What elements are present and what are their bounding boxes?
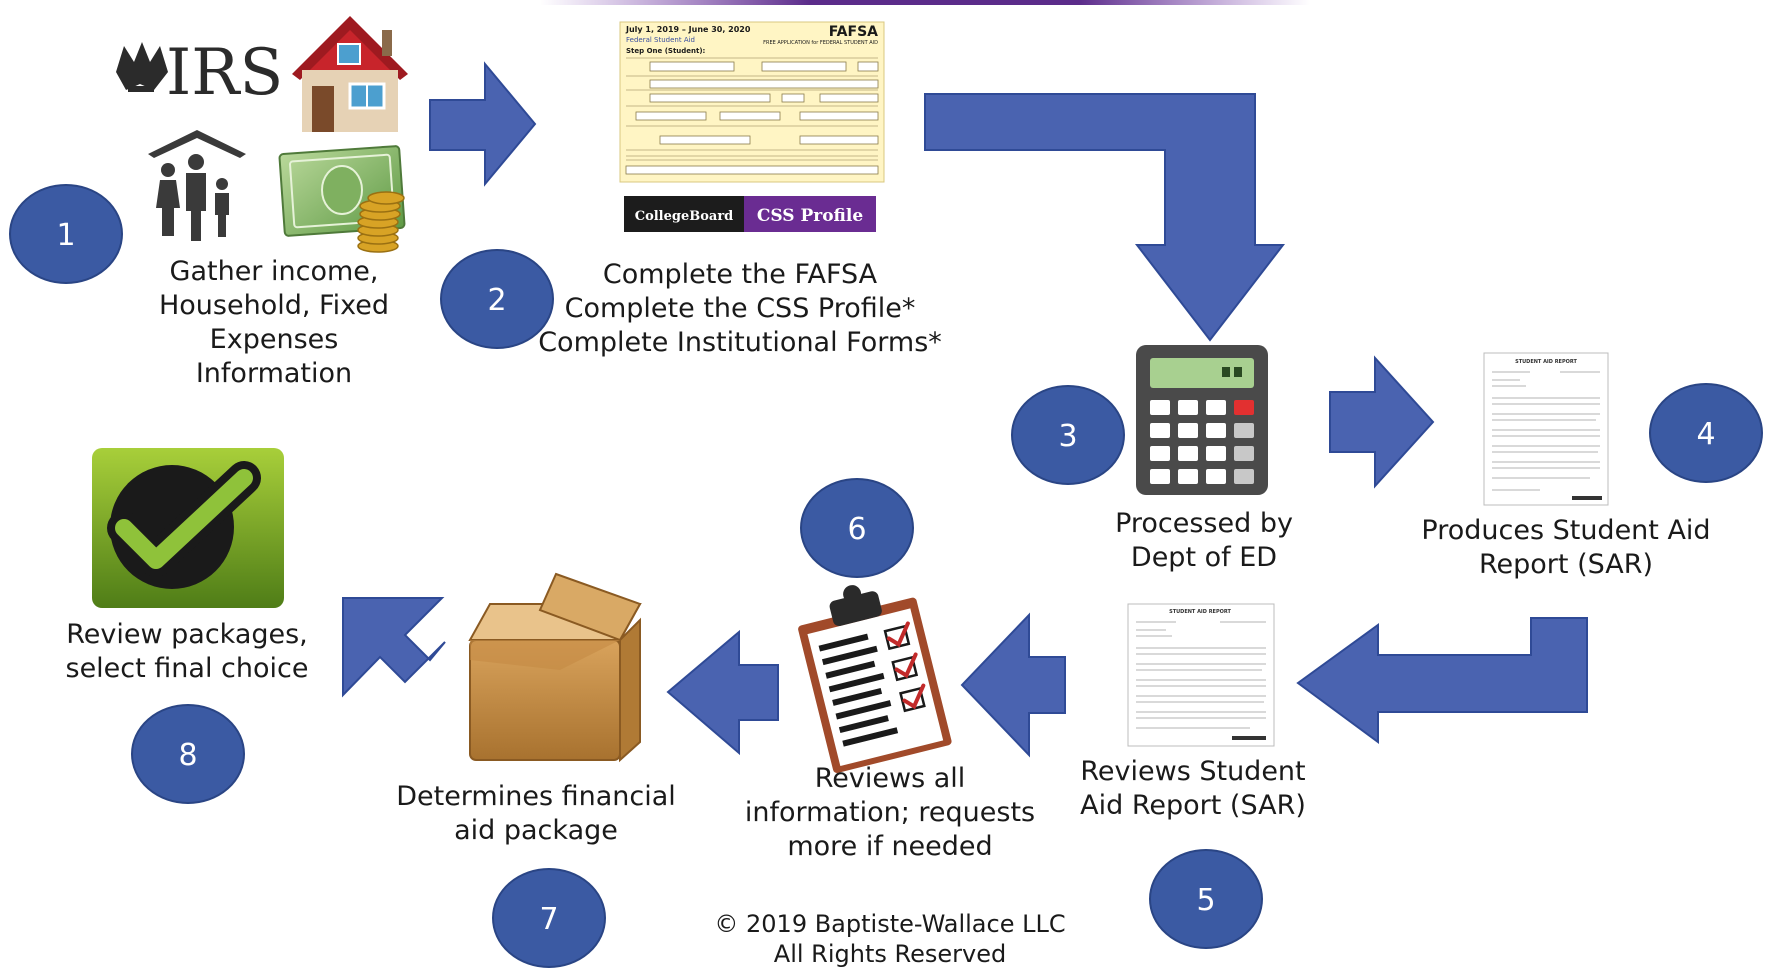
arrow-5-to-6 [960,612,1066,758]
fafsa-title: FAFSA [829,24,878,40]
top-accent-bar [540,0,1310,5]
fafsa-subtitle: FREE APPLICATION for FEDERAL STUDENT AID [763,40,878,46]
step-6-line: Reviews all [814,763,966,794]
step-7-line: aid package [454,815,618,846]
arrow-4-to-5 [1296,617,1588,744]
step-3-number: 3 [1058,419,1077,454]
step-2-circle: 2 [440,249,554,349]
step-2-number: 2 [487,283,506,318]
step-8-line: select final choice [65,653,309,684]
step-1-label: Gather income, Household, Fixed Expenses… [124,255,424,391]
step-2-line: Complete the CSS Profile* [564,293,916,324]
fafsa-dates: July 1, 2019 – June 30, 2020 [625,25,751,34]
css-profile-banner: CollegeBoard CSS Profile [624,196,876,232]
sar-title-bottom: STUDENT AID REPORT [1169,609,1231,615]
clipboard-checklist-icon [798,585,952,773]
step-1-line: Gather income, [169,256,379,287]
step-1-number: 1 [56,218,75,253]
step-6-line: more if needed [787,831,993,862]
step-circles: 1 2 3 4 5 6 7 8 [9,184,1763,968]
money-icon [278,145,406,253]
step-7-number: 7 [539,902,558,937]
step-6-label: Reviews all information; requests more i… [730,762,1050,864]
flow-arrows [342,61,1588,758]
arrow-2-to-3 [924,93,1286,342]
sar-document-top: STUDENT AID REPORT [1483,352,1609,506]
step-2-label: Complete the FAFSA Complete the CSS Prof… [520,258,960,360]
step-5-number: 5 [1196,883,1215,918]
step-4-line: Report (SAR) [1478,549,1654,580]
css-profile-label: CSS Profile [757,206,864,226]
sar-document-bottom: STUDENT AID REPORT [1127,603,1275,747]
step-4-circle: 4 [1649,383,1763,483]
green-checkmark-icon [92,448,284,608]
step-5-line: Aid Report (SAR) [1080,790,1306,821]
step-1-line: Expenses [209,324,339,355]
step-8-circle: 8 [131,704,245,804]
step-5-line: Reviews Student [1080,756,1306,787]
step-1-line: Information [195,358,353,389]
calculator-icon [1136,345,1268,495]
fafsa-form-image: July 1, 2019 – June 30, 2020 Federal Stu… [619,21,885,183]
step-8-line: Review packages, [66,619,308,650]
step-7-circle: 7 [492,868,606,968]
irs-text: IRS [166,36,283,110]
step-6-number: 6 [847,512,866,547]
step-4-number: 4 [1696,417,1715,452]
arrow-1-to-2 [429,61,537,187]
arrow-7-to-8 [342,597,446,698]
fafsa-step: Step One (Student): [626,47,706,55]
step-2-line: Complete the FAFSA [602,259,878,290]
rights-line: All Rights Reserved [773,940,1007,968]
step-5-label: Reviews Student Aid Report (SAR) [1058,755,1328,823]
step-4-line: Produces Student Aid [1421,515,1711,546]
collegeboard-label: CollegeBoard [635,209,734,224]
arrow-6-to-7 [666,629,779,756]
step-3-circle: 3 [1011,385,1125,485]
irs-logo: IRS [116,36,283,110]
step-7-line: Determines financial [396,781,676,812]
step-1-circle: 1 [9,184,123,284]
step-8-label: Review packages, select final choice [46,618,328,686]
step-3-line: Dept of ED [1130,542,1278,573]
step-5-circle: 5 [1149,849,1263,949]
step-1-line: Household, Fixed [158,290,389,321]
step-4-label: Produces Student Aid Report (SAR) [1396,514,1736,582]
step-6-circle: 6 [800,478,914,578]
step-8-number: 8 [178,738,197,773]
family-icon [148,130,246,241]
step-3-line: Processed by [1115,508,1293,539]
sar-title-top: STUDENT AID REPORT [1515,359,1577,365]
house-icon [292,16,408,132]
step-7-label: Determines financial aid package [380,780,692,848]
step-2-line: Complete Institutional Forms* [538,327,942,358]
step-3-label: Processed by Dept of ED [1080,507,1328,575]
eagle-icon [116,42,168,92]
package-box-icon [468,572,642,763]
copyright-line: © 2019 Baptiste-Wallace LLC [714,910,1066,938]
arrow-3-to-4 [1329,355,1435,489]
step-6-line: information; requests [744,797,1036,828]
fafsa-brand: Federal Student Aid [626,36,695,44]
copyright-notice: © 2019 Baptiste-Wallace LLC All Rights R… [690,909,1090,969]
